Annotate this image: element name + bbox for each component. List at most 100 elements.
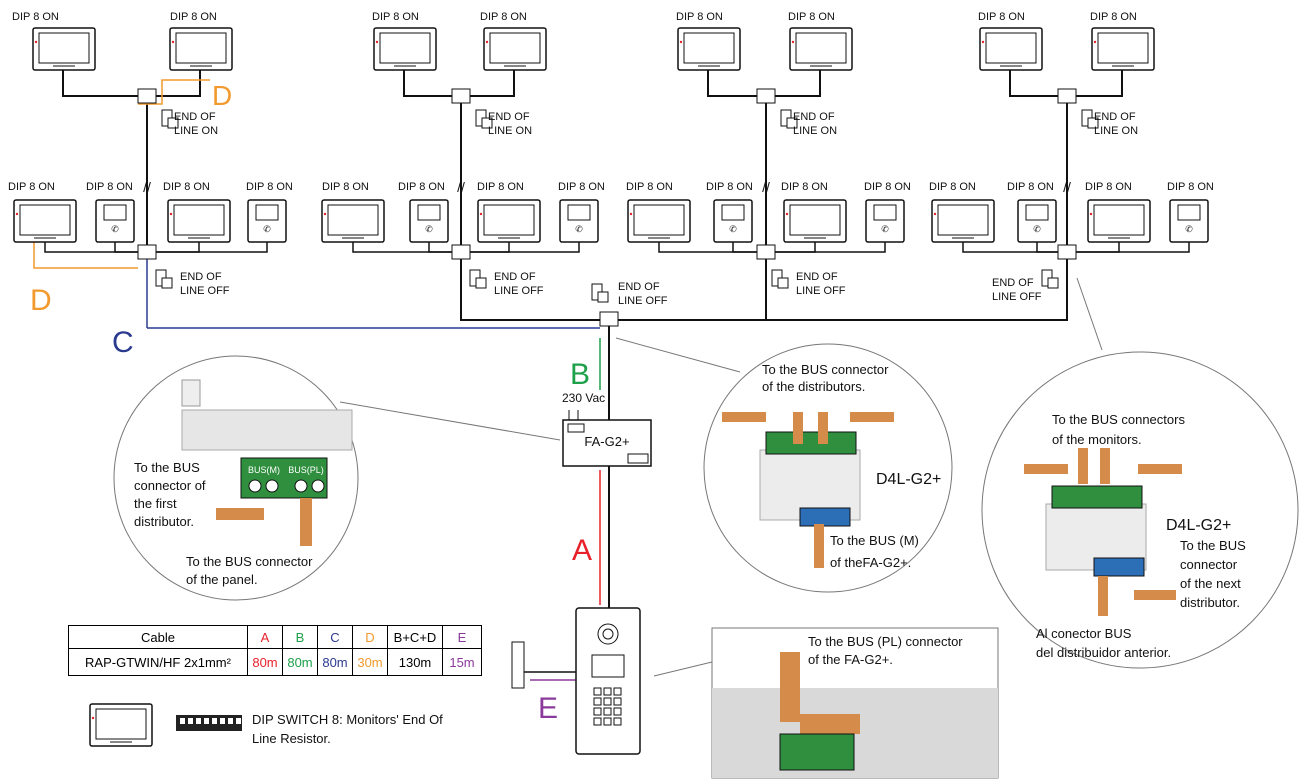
main-bus (618, 259, 1068, 321)
callout-text: del distribuidor anterior. (1036, 645, 1171, 660)
monitor-wire (156, 70, 201, 97)
jumper-base (475, 277, 487, 289)
distributor-icon (1057, 244, 1077, 260)
monitor-wire (775, 242, 816, 253)
end-of-line-label: LINE ON (1094, 125, 1138, 137)
cable-stub (780, 652, 800, 722)
cable-stub (850, 412, 894, 422)
letter-d: D (30, 284, 52, 317)
cable-d-wire (138, 79, 210, 105)
monitor-icon (1091, 27, 1155, 71)
main-bus (460, 312, 600, 321)
monitor-led (479, 212, 483, 216)
cable-stub (300, 498, 312, 546)
handset-screen (873, 204, 897, 221)
table-header-cell: D (352, 625, 388, 649)
bus-wiring (33, 70, 1190, 681)
dip-label: DIP 8 ON (781, 181, 828, 193)
end-of-line-label: LINE ON (793, 125, 837, 137)
handset-screen (721, 204, 745, 221)
jumper-base (1087, 117, 1099, 129)
end-of-line-label: LINE OFF (180, 285, 230, 297)
monitor-screen (633, 204, 685, 236)
dip-label: DIP 8 ON (398, 181, 445, 193)
monitor-wire (775, 70, 821, 97)
distributor-box (1057, 244, 1077, 260)
handset-screen (417, 204, 441, 221)
dip-label: DIP 8 ON (1085, 181, 1132, 193)
dip-label: DIP 8 ON (12, 11, 59, 23)
monitor-icon (677, 27, 741, 71)
callout-text: distributor. (134, 514, 194, 529)
cable-stub (1098, 576, 1108, 616)
end-of-line-label: END OF (618, 281, 660, 293)
monitor-led (629, 212, 633, 216)
keypad-key (613, 697, 622, 706)
handset-screen (1177, 204, 1201, 221)
callout-text: connector (1180, 557, 1238, 572)
cable-stub (1100, 448, 1110, 484)
letter-a: A (572, 534, 592, 567)
terminal-screw (248, 479, 262, 493)
dip-label: DIP 8 ON (558, 181, 605, 193)
dip-switch-toggle (212, 718, 217, 724)
terminal-block-blue (1093, 557, 1145, 577)
monitor-led (169, 212, 173, 216)
phone-icon: ✆ (881, 224, 889, 234)
monitor-icon (1087, 199, 1151, 243)
phone-icon: ✆ (111, 224, 119, 234)
end-of-line-label: END OF (992, 277, 1034, 289)
handset-icon: ✆ (713, 199, 753, 243)
table-header-cell: A (247, 625, 283, 649)
cable-stub (1138, 464, 1182, 474)
cable-stub (814, 524, 824, 568)
callout-text: of the monitors. (1052, 432, 1142, 447)
jumper-base (597, 291, 609, 303)
monitor-screen (1097, 32, 1149, 64)
keypad-key (603, 697, 612, 706)
callout-text: To the BUS connector (762, 362, 889, 377)
end-of-line-icon (1081, 109, 1099, 129)
callout-text: Al conector BUS (1036, 626, 1132, 641)
monitor-wire (470, 242, 510, 253)
dip-switch-icon (176, 715, 242, 731)
keypad-key (613, 687, 622, 696)
monitor-icon (167, 199, 231, 243)
terminal-labels (181, 379, 201, 407)
monitor-screen (795, 32, 847, 64)
end-of-line-label: END OF (796, 271, 838, 283)
letter-e: E (538, 692, 558, 725)
end-of-line-icon (771, 269, 789, 289)
distributor-box (451, 88, 471, 104)
monitor-wire (732, 242, 757, 253)
monitor-wire (62, 70, 138, 97)
monitor-icon (373, 27, 437, 71)
end-of-line-icon (780, 109, 798, 129)
monitor-screen (985, 32, 1037, 64)
lock-icon (511, 641, 525, 689)
distributor-icon (756, 244, 776, 260)
terminal-block (765, 431, 857, 455)
table-cell: 80m (247, 648, 283, 676)
callout-text: To the BUS connectors (1052, 412, 1185, 427)
end-of-line-icon (469, 269, 487, 289)
terminal-screw (294, 479, 308, 493)
handset-icon: ✆ (409, 199, 449, 243)
phone-icon: ✆ (575, 224, 583, 234)
distributor-box (756, 244, 776, 260)
monitor-led (375, 40, 379, 44)
dip-label: DIP 8 ON (864, 181, 911, 193)
terminal-screw (311, 479, 325, 493)
end-of-line-label: LINE OFF (796, 285, 846, 297)
monitor-icon (477, 199, 541, 243)
keypad-key (603, 687, 612, 696)
table-header-cell: E (442, 625, 482, 649)
dip-label: DIP 8 ON (480, 11, 527, 23)
dip-label: DIP 8 ON (86, 181, 133, 193)
callout-text: To the BUS (M) (830, 533, 919, 548)
cable-stub (722, 412, 766, 422)
callout-text: To the BUS (PL) connector (808, 634, 963, 649)
monitor-screen (95, 708, 147, 740)
